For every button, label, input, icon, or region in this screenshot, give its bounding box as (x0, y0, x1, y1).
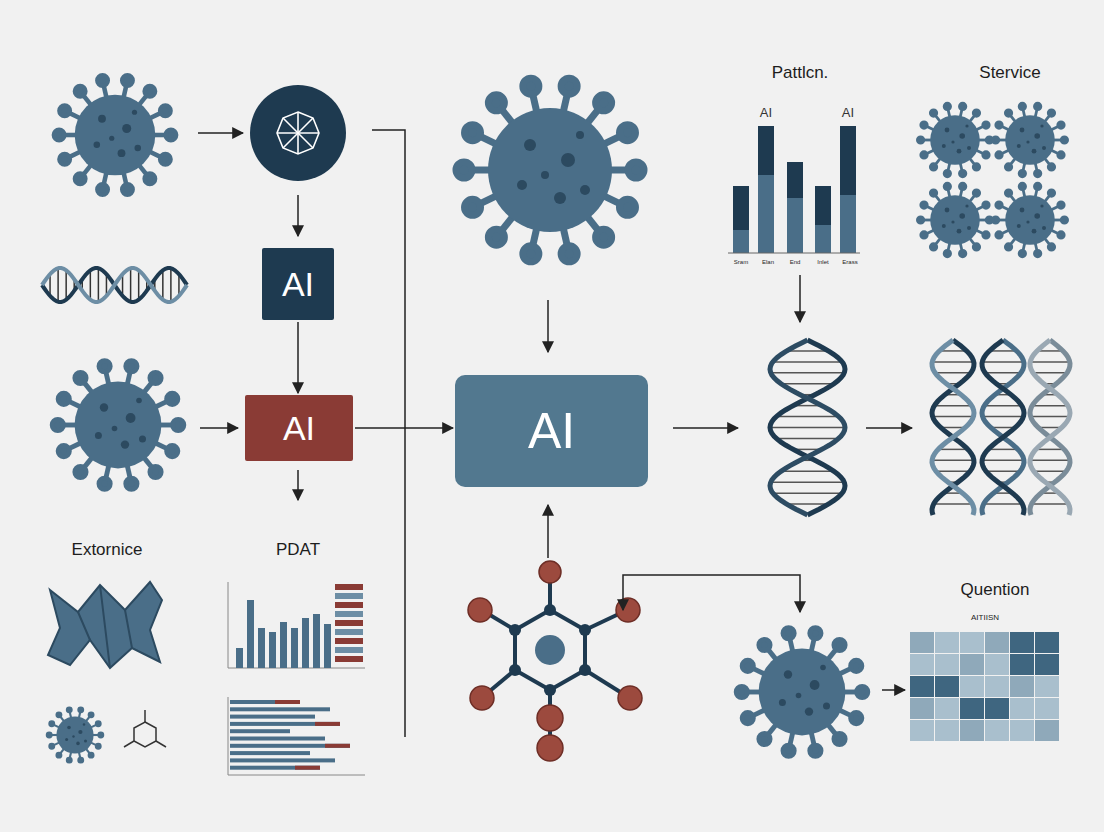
section-label: Stervice (979, 63, 1040, 83)
bar-chart (228, 582, 365, 668)
axis-label: Erass (842, 259, 857, 265)
axis-label: Inlet (817, 259, 828, 265)
virus-icon (917, 103, 992, 176)
virus-icon (54, 75, 176, 194)
dna-helix (770, 340, 845, 515)
virus-icon (456, 78, 644, 262)
virus-icon (992, 183, 1067, 256)
section-label: AI (760, 105, 772, 120)
section-label: PDAT (276, 540, 320, 560)
section-label: Quention (961, 580, 1030, 600)
dna-helix (932, 340, 974, 515)
virus-icon (736, 628, 868, 757)
virus-icon (52, 361, 184, 490)
ai-box: AI (455, 375, 648, 487)
section-label: Pattlcn. (772, 63, 829, 83)
section-label: AI (842, 105, 854, 120)
virus-icon (992, 103, 1067, 176)
axis-label: Sram (734, 259, 748, 265)
heatmap (910, 632, 1059, 741)
axis-label: AITIISN (971, 613, 999, 622)
dna-helix (1030, 340, 1070, 515)
bar-chart (228, 697, 365, 775)
virus-icon (47, 707, 103, 762)
protein-shape (48, 582, 162, 668)
axis-label: End (790, 259, 801, 265)
molecule-icon (124, 710, 166, 747)
node-label: AI (283, 409, 315, 448)
flow-arrow (355, 427, 453, 429)
axis-label: Elan (762, 259, 774, 265)
network-icon (250, 85, 346, 181)
dna-helix (982, 340, 1024, 515)
molecule-icon (468, 561, 642, 761)
virus-icon (917, 183, 992, 256)
dna-helix (42, 268, 187, 302)
flow-arrow (297, 322, 299, 393)
bar-chart (728, 126, 860, 253)
section-label: Extornice (72, 540, 143, 560)
node-label: AI (528, 402, 575, 460)
ai-box: AI (245, 395, 353, 461)
node-label: AI (282, 265, 314, 304)
flow-arrow (198, 130, 912, 737)
ai-box: AI (262, 248, 334, 320)
